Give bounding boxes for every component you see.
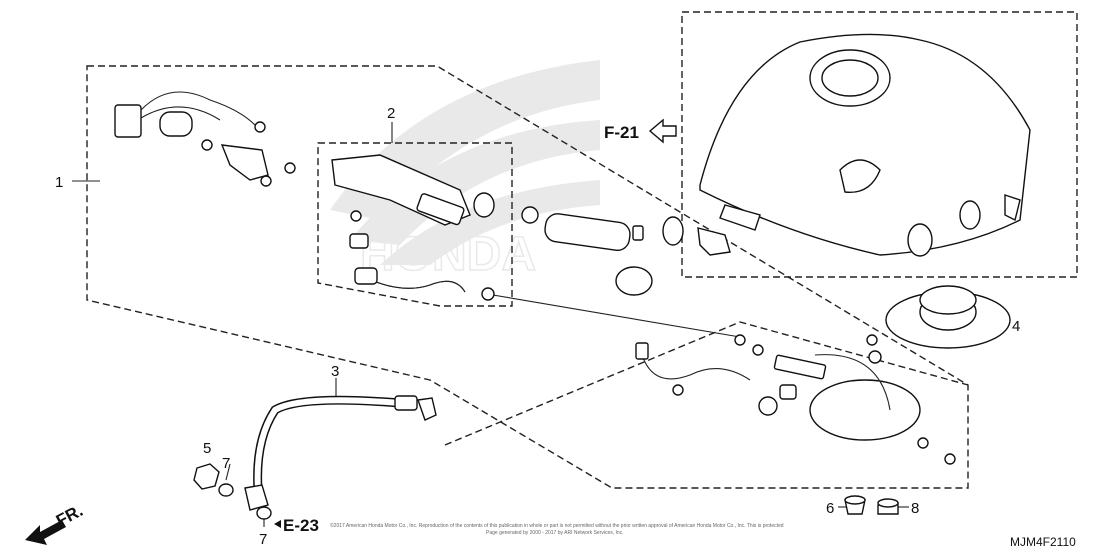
part-2-fuel-pump[interactable] xyxy=(331,154,495,301)
callout-4: 4 xyxy=(1012,318,1020,335)
assembly-3-outline xyxy=(444,321,969,446)
callout-5: 5 xyxy=(203,440,211,457)
e23-label: E-23 xyxy=(283,516,319,535)
f21-reference[interactable]: F-21 xyxy=(604,118,677,144)
e23-reference[interactable]: E-23 xyxy=(274,516,319,535)
front-arrow-icon xyxy=(25,520,66,545)
callout-6: 6 xyxy=(826,500,834,517)
callout-7-upper: 7 xyxy=(222,455,230,472)
part-3-fuel-hose[interactable] xyxy=(244,395,437,511)
sender-plate-assembly[interactable] xyxy=(635,334,956,465)
fuel-tank[interactable] xyxy=(699,33,1031,257)
part-7-washer-upper[interactable] xyxy=(218,483,234,497)
part-8-nut[interactable] xyxy=(877,498,899,515)
pump-motor[interactable] xyxy=(521,206,731,296)
front-direction: FR. xyxy=(25,501,86,545)
part-4-packing-ring[interactable] xyxy=(885,285,1011,349)
callout-7-lower: 7 xyxy=(259,531,267,548)
part-7-washer-lower[interactable] xyxy=(256,506,272,520)
callout-1: 1 xyxy=(55,174,63,191)
part-6-grommet[interactable] xyxy=(844,495,866,515)
part-5-nut[interactable] xyxy=(193,463,220,490)
copyright-line-1: ©2017 American Honda Motor Co., Inc. Rep… xyxy=(330,522,784,529)
callout-3: 3 xyxy=(331,363,339,380)
e23-pointer-icon xyxy=(274,520,281,528)
callout-8: 8 xyxy=(911,500,919,517)
callout-2: 2 xyxy=(387,105,395,122)
f21-label: F-21 xyxy=(604,123,639,142)
f21-arrow-icon xyxy=(648,118,677,144)
diagram-code: MJM4F2110 xyxy=(1010,535,1076,549)
assembly-2-outline xyxy=(317,142,513,307)
copyright-line-2: Page generated by 2000 - 2017 by ARI Net… xyxy=(486,530,624,536)
part-1-sender-unit[interactable] xyxy=(114,91,296,187)
svg-text:HONDA: HONDA xyxy=(360,228,536,281)
assembly-1-outline xyxy=(86,65,969,489)
